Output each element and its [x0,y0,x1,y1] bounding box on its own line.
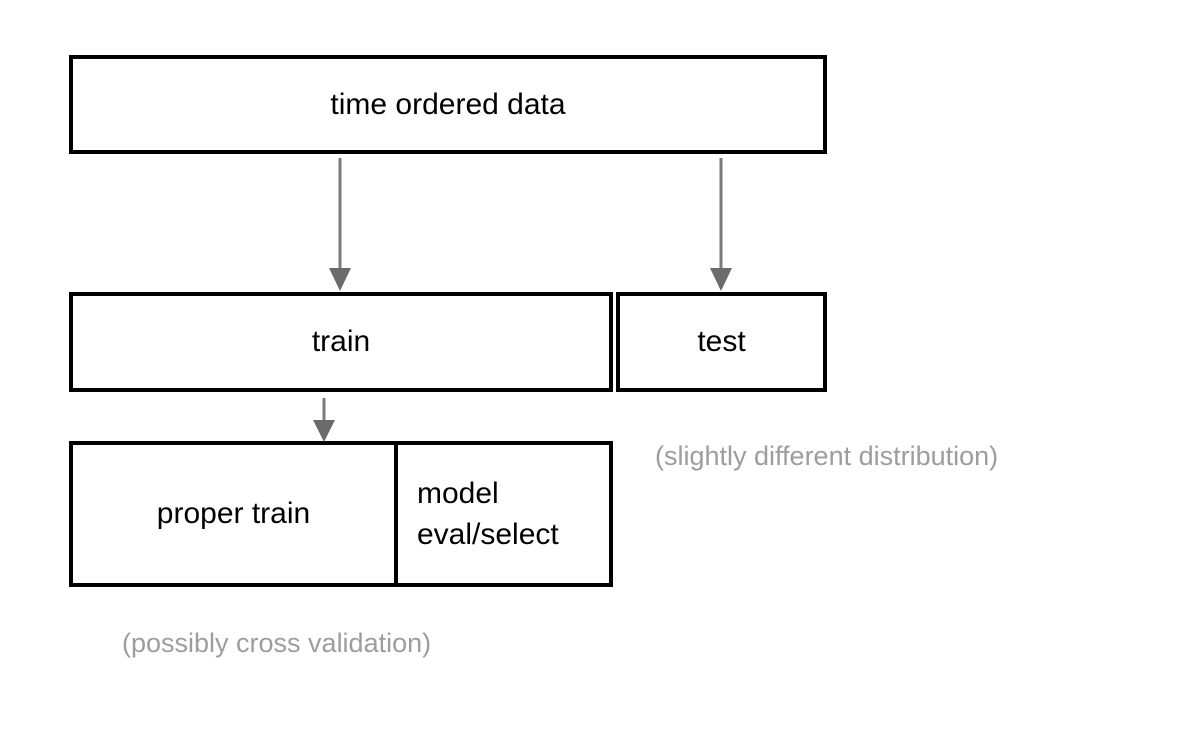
box-label-train: train [311,325,371,358]
box-test[interactable]: test [616,292,827,392]
split-divider [394,445,398,583]
note-possibly-cross-validation: (possibly cross validation) [122,628,432,658]
arrow-train-to-proper-train [313,398,335,442]
box-model-eval-select[interactable]: model eval/select [398,445,609,583]
box-time-ordered-data[interactable]: time ordered data [69,55,827,154]
box-proper-train[interactable]: proper train [73,445,394,583]
box-train[interactable]: train [69,292,613,392]
arrow-data-to-train [329,158,351,291]
box-label-proper-train: proper train [156,497,311,530]
note-slightly-different-distribution: (slightly different distribution) [655,441,999,471]
box-label-test: test [697,325,746,358]
box-label-time-ordered-data: time ordered data [330,87,566,121]
box-label-model-eval-select: model eval/select [417,476,559,551]
box-train-split: proper train model eval/select [69,441,613,587]
arrow-data-to-test [710,158,732,291]
